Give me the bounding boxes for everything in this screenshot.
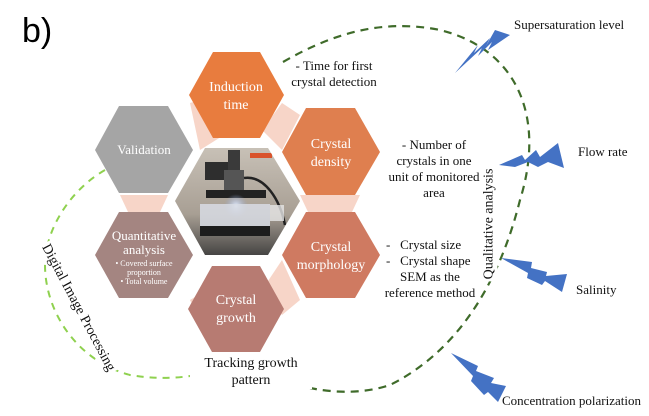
hex-quantitative-bullet-3: • Total volume: [121, 277, 168, 286]
note-morphology-line-1: - Crystal size: [386, 237, 462, 252]
bolt-salinity-icon: [501, 258, 567, 292]
note-crystal-morphology: - Crystal size - Crystal shape SEM as th…: [380, 237, 480, 301]
note-induction-time: - Time for first crystal detection: [284, 58, 384, 90]
hex-density-line1: Crystal: [311, 137, 352, 152]
note-induction-line-1: - Time for first: [295, 58, 373, 73]
hex-morphology-line2: morphology: [297, 258, 365, 273]
hex-induction-line1: Induction: [209, 80, 263, 95]
qualitative-analysis-label: Qualitative analysis: [481, 166, 498, 282]
hex-crystal-growth: Crystal growth: [188, 266, 284, 352]
hex-quantitative-bullet-1: • Covered surface: [116, 259, 173, 268]
factor-flow-rate: Flow rate: [578, 144, 628, 159]
bolt-supersaturation-icon: [455, 30, 510, 73]
qualitative-analysis-arc: [282, 24, 531, 393]
hex-quantitative-bullet-2: proportion: [127, 268, 161, 277]
hex-density-line2: density: [311, 155, 351, 170]
note-crystal-growth: Tracking growth pattern: [190, 355, 312, 389]
note-morphology-line-2: - Crystal shape: [386, 253, 471, 268]
hex-morphology-line1: Crystal: [311, 240, 352, 255]
hex-validation: Validation: [95, 106, 193, 193]
factor-salinity: Salinity: [576, 282, 617, 297]
factor-supersaturation-level: Supersaturation level: [514, 17, 625, 32]
factor-concentration-polarization: Concentration polarization: [502, 393, 641, 408]
center-setup-photo: [175, 148, 300, 255]
digital-image-processing-arc: [43, 169, 206, 379]
hex-quantitative-analysis: Quantitative analysis • Covered surface …: [95, 212, 193, 298]
connector-quantitative-validation: [120, 195, 168, 212]
hex-induction-time: Induction time: [189, 52, 284, 138]
panel-label: b): [22, 12, 53, 50]
hex-quantitative-line2: analysis: [123, 242, 165, 257]
hex-growth-line1: Crystal: [216, 293, 257, 308]
hex-validation-label: Validation: [117, 142, 171, 157]
connector-density-morphology: [300, 195, 360, 212]
hex-induction-line2: time: [224, 98, 249, 113]
hex-growth-line2: growth: [216, 311, 256, 326]
note-growth-line-1: Tracking growth: [204, 356, 298, 371]
note-density-line-4: area: [423, 185, 445, 200]
note-morphology-line-3: SEM as the: [400, 269, 460, 284]
note-density-line-1: - Number of: [401, 137, 467, 152]
note-induction-line-2: crystal detection: [291, 74, 377, 89]
note-density-line-3: unit of monitored: [388, 169, 480, 184]
connector-induction-density: [262, 103, 300, 150]
note-growth-line-2: pattern: [231, 373, 271, 388]
note-crystal-density: - Number of crystals in one unit of moni…: [388, 137, 480, 201]
bolt-flow-rate-icon: [499, 143, 564, 168]
hex-crystal-density: Crystal density: [282, 108, 380, 195]
note-morphology-line-4: reference method: [384, 285, 476, 300]
bolt-concentration-polarization-icon: [451, 353, 506, 402]
hex-crystal-morphology: Crystal morphology: [282, 212, 380, 298]
hex-quantitative-line1: Quantitative: [112, 228, 176, 243]
note-density-line-2: crystals in one: [396, 153, 472, 168]
